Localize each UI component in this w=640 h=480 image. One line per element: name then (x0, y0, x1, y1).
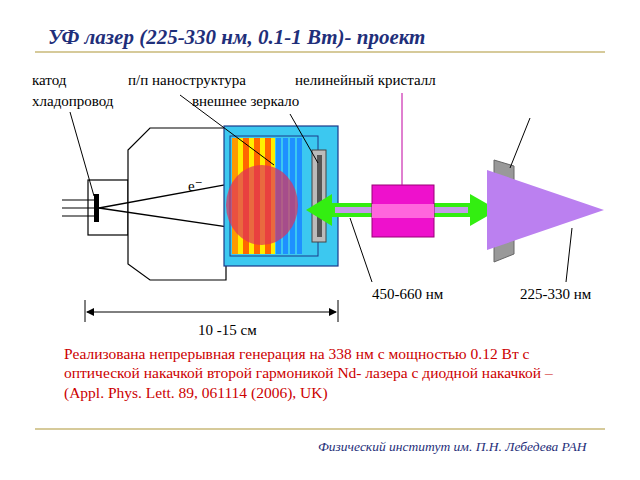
slide-title: УФ лазер (225-330 нм, 0.1-1 Вт)- проект (48, 26, 425, 49)
external-mirror (312, 150, 326, 242)
cathode-housing (88, 180, 128, 235)
uv-beam (487, 170, 604, 250)
part-label: нелинейный кристалл (295, 72, 436, 89)
footer-text: Физический институт им. П.Н. Лебедева РА… (318, 440, 587, 455)
excitation-spot (226, 165, 298, 245)
part-label: катод (32, 72, 66, 89)
part-label: внешнее зеркало (192, 93, 299, 110)
part-label: хладопровод (32, 93, 113, 110)
heat-sink (224, 126, 338, 266)
cathode (94, 194, 99, 222)
dimension-label: 10 -15 см (198, 322, 257, 339)
wavelength-label: 225-330 нм (520, 286, 591, 303)
part-label: п/п наноструктура (128, 72, 246, 89)
electron-label: e⁻ (188, 178, 203, 195)
title-rule (35, 51, 605, 53)
caption-note: Реализована непрерывная генерация на 338… (64, 344, 564, 402)
wavelength-label: 450-660 нм (372, 286, 443, 303)
footer-rule (35, 428, 605, 430)
electron-tube (128, 128, 226, 280)
nonlinear-crystal (372, 185, 434, 237)
dimension-line (87, 312, 336, 313)
